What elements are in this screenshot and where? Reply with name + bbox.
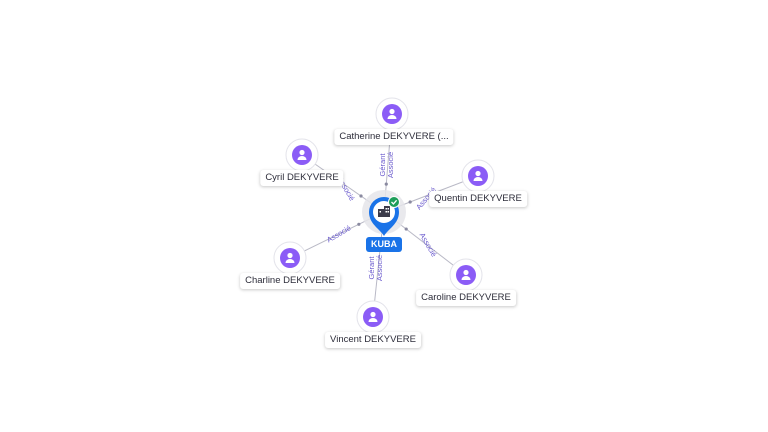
company-node[interactable]	[362, 190, 406, 236]
edge-arrow-cyril	[359, 194, 363, 198]
person-icon	[285, 252, 295, 263]
person-name-charline[interactable]: Charline DEKYVERE	[240, 273, 340, 289]
person-name-caroline[interactable]: Caroline DEKYVERE	[416, 290, 516, 306]
edge-arrow-charline	[357, 222, 361, 226]
person-name-catherine[interactable]: Catherine DEKYVERE (...	[334, 129, 454, 145]
relation-label-catherine-1: Associé	[386, 152, 395, 178]
person-node-cyril[interactable]	[285, 138, 319, 172]
person-icon	[387, 108, 397, 119]
person-node-quentin[interactable]	[461, 159, 495, 193]
person-icon	[461, 269, 471, 280]
company-building-icon	[378, 206, 390, 217]
person-name-cyril[interactable]: Cyril DEKYVERE	[260, 170, 344, 186]
relation-label-charline-0: Associé	[325, 223, 352, 244]
company-name-label[interactable]: KUBA	[366, 237, 402, 252]
person-node-vincent[interactable]	[356, 300, 390, 334]
person-icon	[297, 149, 307, 160]
relation-label-vincent-1: Associé	[375, 255, 384, 281]
edge-arrow-quentin	[408, 200, 412, 204]
relation-label-vincent-0: Gérant	[367, 256, 376, 280]
person-name-quentin[interactable]: Quentin DEKYVERE	[429, 191, 527, 207]
person-node-catherine[interactable]	[375, 97, 409, 131]
person-node-caroline[interactable]	[449, 258, 483, 292]
relation-label-caroline-0: Associé	[418, 231, 439, 258]
person-node-charline[interactable]	[273, 241, 307, 275]
edge-arrow-caroline	[404, 227, 408, 231]
relation-label-catherine-0: Gérant	[378, 153, 387, 177]
person-name-vincent[interactable]: Vincent DEKYVERE	[325, 332, 421, 348]
check-icon	[391, 199, 398, 205]
person-icon	[473, 170, 483, 181]
person-nodes-layer	[273, 97, 495, 334]
person-icon	[368, 311, 378, 322]
edge-arrow-catherine	[384, 182, 388, 186]
verified-badge	[388, 196, 400, 208]
